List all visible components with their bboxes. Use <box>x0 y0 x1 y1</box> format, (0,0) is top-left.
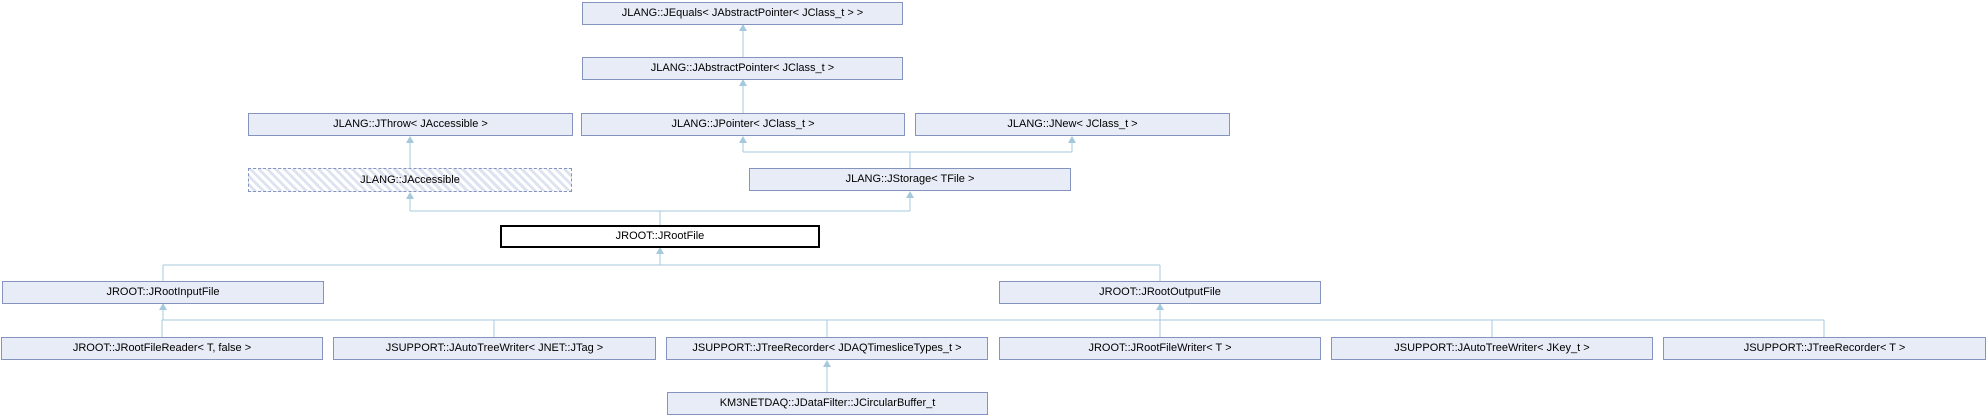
class-node-jroot-jrootfilewriter[interactable]: JROOT::JRootFileWriter< T > <box>999 337 1321 360</box>
class-node-jlang-jstorage[interactable]: JLANG::JStorage< TFile > <box>749 168 1071 191</box>
class-node-jroot-jrootoutputfile[interactable]: JROOT::JRootOutputFile <box>999 281 1321 304</box>
class-node-jroot-jrootinputfile[interactable]: JROOT::JRootInputFile <box>2 281 324 304</box>
edge-lines <box>161 30 1825 392</box>
class-node-jroot-jrootfilereader[interactable]: JROOT::JRootFileReader< T, false > <box>1 337 323 360</box>
class-node-km3netdaq-jcircularbuffer[interactable]: KM3NETDAQ::JDataFilter::JCircularBuffer_… <box>667 392 988 415</box>
class-node-jlang-jabstractpointer[interactable]: JLANG::JAbstractPointer< JClass_t > <box>582 57 903 80</box>
class-node-jroot-jrootfile: JROOT::JRootFile <box>500 225 820 248</box>
class-node-jlang-jequals[interactable]: JLANG::JEquals< JAbstractPointer< JClass… <box>582 2 903 25</box>
class-node-jsupport-jtreerecorder-t[interactable]: JSUPPORT::JTreeRecorder< T > <box>1663 337 1986 360</box>
class-node-jsupport-jtreerecorder-jdaqtimeslicetypes[interactable]: JSUPPORT::JTreeRecorder< JDAQTimesliceTy… <box>666 337 988 360</box>
edge-arrowheads <box>159 24 1164 367</box>
class-node-jlang-jthrow[interactable]: JLANG::JThrow< JAccessible > <box>248 113 573 136</box>
class-node-jlang-jnew[interactable]: JLANG::JNew< JClass_t > <box>915 113 1230 136</box>
class-node-jsupport-jautotreewriter-jtag[interactable]: JSUPPORT::JAutoTreeWriter< JNET::JTag > <box>333 337 656 360</box>
class-node-jsupport-jautotreewriter-jkey[interactable]: JSUPPORT::JAutoTreeWriter< JKey_t > <box>1331 337 1653 360</box>
class-node-jlang-jpointer[interactable]: JLANG::JPointer< JClass_t > <box>581 113 905 136</box>
class-node-jlang-jaccessible: JLANG::JAccessible <box>248 168 572 192</box>
